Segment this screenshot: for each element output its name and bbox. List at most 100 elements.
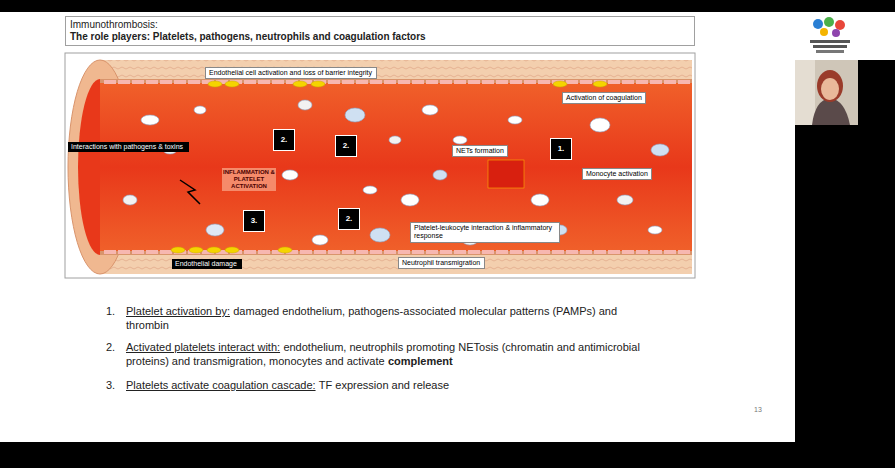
callout-number: 2. <box>335 135 357 157</box>
endothelial-cell <box>104 250 116 254</box>
platelet <box>293 81 307 87</box>
endothelial-cell <box>538 80 550 84</box>
blood-cell <box>312 235 328 245</box>
label-text: Interactions with pathogens & toxins <box>71 143 186 151</box>
title-box: Immunothrombosis:The role players: Plate… <box>65 16 695 46</box>
slide-subtitle: The role players: Platelets, pathogens, … <box>70 31 690 43</box>
endothelial-cell <box>412 250 424 254</box>
endothelial-cell <box>328 80 340 84</box>
label-text: Endothelial damage <box>175 260 239 268</box>
callout-number: 2. <box>338 208 360 230</box>
label-text: Platelet-leukocyte interaction & inflamm… <box>414 224 556 241</box>
endothelial-cell <box>664 250 676 254</box>
endothelial-cell <box>426 250 438 254</box>
blood-cell <box>370 228 390 242</box>
blood-cell <box>298 100 312 110</box>
endothelial-cell <box>622 250 634 254</box>
endothelial-cell <box>468 80 480 84</box>
endothelial-cell <box>132 80 144 84</box>
endothelial-cell <box>370 250 382 254</box>
endothelial-cell <box>566 250 578 254</box>
blood-cell <box>141 115 159 125</box>
label-box: Monocyte activation <box>582 168 652 180</box>
blood-cell <box>590 118 610 132</box>
diagram-frame <box>65 53 695 278</box>
callout-number: 3. <box>243 210 265 232</box>
endothelial-cell <box>370 80 382 84</box>
endothelial-cell <box>510 250 522 254</box>
blood-cell <box>401 194 419 206</box>
endothelial-cell <box>188 80 200 84</box>
screen-side <box>858 60 895 442</box>
endothelial-cell <box>482 80 494 84</box>
page-number: 13 <box>754 406 762 413</box>
endothelial-cell <box>482 250 494 254</box>
endothelial-cell <box>580 80 592 84</box>
endothelial-cell <box>678 250 690 254</box>
callout-number: 2. <box>273 129 295 151</box>
list-text: complement <box>388 355 453 367</box>
endothelial-cell <box>314 250 326 254</box>
endothelial-cell <box>272 80 284 84</box>
blood-cell <box>651 144 669 156</box>
list-item: Platelet activation by:damaged endotheli… <box>126 304 646 333</box>
blood-cell <box>433 170 447 180</box>
callout-number: 1. <box>550 138 572 160</box>
platelet <box>311 81 325 87</box>
endothelial-cell <box>468 250 480 254</box>
label-box: NETs formation <box>452 145 508 157</box>
endothelial-cell <box>496 80 508 84</box>
platelet <box>189 247 203 253</box>
endothelial-cell <box>636 250 648 254</box>
label-box: Activation of coagulation <box>562 92 646 104</box>
platelet <box>225 81 239 87</box>
blood-cell <box>617 195 633 205</box>
platelet <box>225 247 239 253</box>
label-text: Monocyte activation <box>586 170 648 178</box>
logo <box>810 17 850 53</box>
label-text: Activation of coagulation <box>566 94 642 102</box>
screen-side <box>795 125 858 442</box>
list-item: Platelets activate coagulation cascade:T… <box>126 378 646 392</box>
label-text: 2. <box>281 135 288 145</box>
label-box: Platelet-leukocyte interaction & inflamm… <box>410 222 560 243</box>
blood-cell <box>389 136 401 144</box>
endothelial-cell <box>342 250 354 254</box>
endothelial-cell <box>384 80 396 84</box>
endothelial-cell <box>174 80 186 84</box>
platelet <box>208 81 222 87</box>
endothelial-cell <box>594 250 606 254</box>
label-box: Endothelial cell activation and loss of … <box>205 67 377 79</box>
blood-cell <box>363 186 377 194</box>
endothelial-cell <box>608 250 620 254</box>
blood-cell <box>531 194 549 206</box>
list-number: 2. <box>106 340 115 354</box>
list-text: Platelet activation by: <box>126 305 230 317</box>
blood-cell <box>453 136 467 144</box>
slide-sheet <box>0 12 858 442</box>
list-item: Activated platelets interact with:endoth… <box>126 340 646 369</box>
blood-cell <box>648 226 662 234</box>
endothelial-cell <box>678 80 690 84</box>
endothelial-cell <box>160 80 172 84</box>
platelet <box>553 81 567 87</box>
endothelial-cell <box>552 250 564 254</box>
endothelial-cell <box>454 80 466 84</box>
label-box: Interactions with pathogens & toxins <box>68 142 189 152</box>
endothelial-cell <box>146 80 158 84</box>
endothelial-cell <box>650 80 662 84</box>
label-box: Neutrophil transmigration <box>398 257 485 269</box>
endothelial-cell <box>608 80 620 84</box>
endothelial-cell <box>244 80 256 84</box>
endothelial-cell <box>258 80 270 84</box>
blood-cell <box>282 170 298 180</box>
label-text: 2. <box>346 214 353 224</box>
platelet <box>207 247 221 253</box>
blood-cell <box>422 105 438 115</box>
endothelial-cell <box>426 80 438 84</box>
endothelial-cell <box>622 80 634 84</box>
blood-cell <box>206 224 224 236</box>
list-text: Platelets activate coagulation cascade: <box>126 379 316 391</box>
